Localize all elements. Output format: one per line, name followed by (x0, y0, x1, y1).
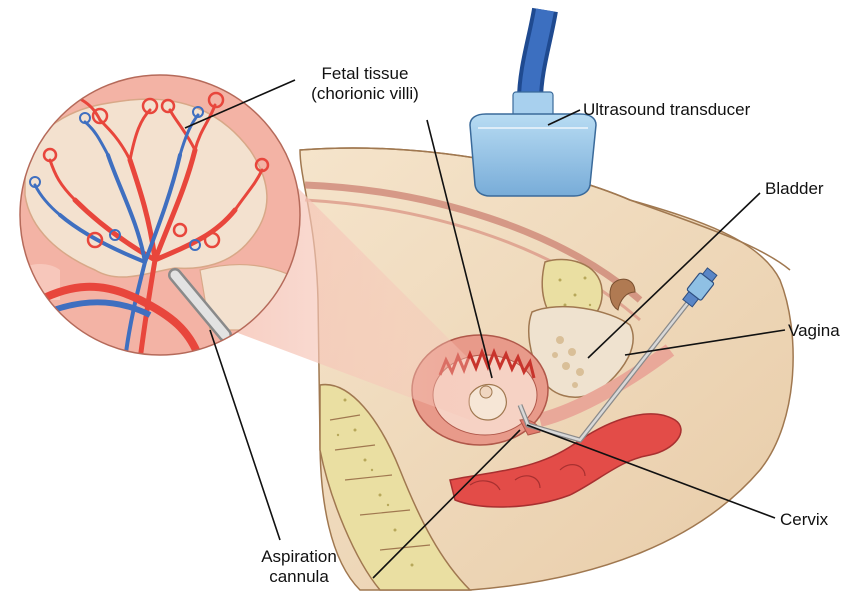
label-vagina: Vagina (788, 321, 840, 341)
label-fetal-tissue-line2: (chorionic villi) (290, 84, 440, 104)
ultrasound-probe-icon (470, 10, 596, 196)
leader-cannula-magnifier (210, 330, 280, 540)
label-aspiration-line1: Aspiration (244, 547, 354, 567)
label-bladder: Bladder (765, 179, 824, 199)
label-aspiration-line2: cannula (244, 567, 354, 587)
label-ultrasound-transducer: Ultrasound transducer (583, 100, 750, 120)
label-aspiration-cannula: Aspiration cannula (244, 547, 354, 587)
label-fetal-tissue-line1: Fetal tissue (290, 64, 440, 84)
label-cervix: Cervix (780, 510, 828, 530)
label-fetal-tissue: Fetal tissue (chorionic villi) (290, 64, 440, 104)
